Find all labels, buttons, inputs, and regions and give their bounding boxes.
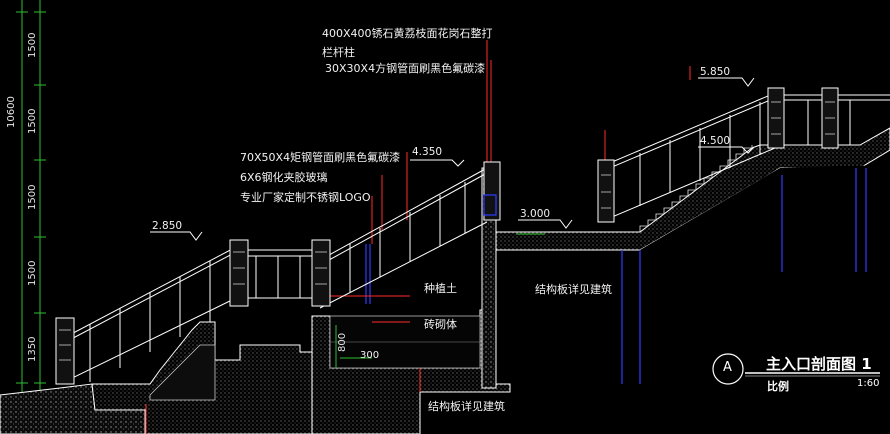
elevation-markers [150,77,755,241]
left-handrail [59,167,488,385]
right-handrail [604,92,890,221]
dim-5: 1350 [27,336,38,362]
dim-total: 10600 [6,96,17,128]
drawing-title: 主入口剖面图 1 [766,355,872,373]
note-top-material: 400X400锈石黄荔枝面花岗石整打 [322,27,493,40]
dim-2: 1500 [27,108,38,134]
dim-300: 300 [360,350,380,361]
note-railing-post: 栏杆柱 [322,46,355,59]
dim-4: 1500 [27,260,38,286]
dim-800: 800 [337,332,348,352]
elevation-4500: 4.500 [700,135,731,147]
note-glass: 6X6钢化夹胶玻璃 [240,171,328,184]
post-head-blue [483,194,497,216]
section-letter: A [723,360,732,375]
inner-stair-steps [149,344,216,401]
blue-columns [365,168,867,384]
dim-1: 1500 [27,32,38,58]
elevation-2850: 2.850 [152,220,183,232]
note-logo: 专业厂家定制不锈钢LOGO [240,191,371,204]
note-structure-slab-right: 结构板详见建筑 [535,283,612,296]
post-details [59,101,835,361]
right-stair-steps [639,145,753,232]
note-planting-soil: 种植土 [424,282,457,295]
note-brick-masonry: 砖砌体 [424,318,457,331]
scale-label: 比例 [767,380,789,393]
elevation-5850: 5.850 [700,66,731,78]
dim-3: 1500 [27,184,38,210]
scale-value: 1:60 [857,378,880,389]
section-circle [712,353,744,385]
elevation-3000: 3.000 [520,208,551,220]
green-ticks [335,233,545,368]
landing-handrail [236,249,320,299]
elevation-4350: 4.350 [412,146,443,158]
leader-lines [145,40,691,434]
right-slope [640,165,890,434]
note-structure-slab-bottom: 结构板详见建筑 [428,400,505,413]
left-dimension-chain [16,0,46,395]
note-steel-tube-small: 30X30X4方钢管面刷黑色氟碳漆 [325,62,486,75]
note-steel-tube-rect: 70X50X4矩钢管面刷黑色氟碳漆 [240,151,401,164]
